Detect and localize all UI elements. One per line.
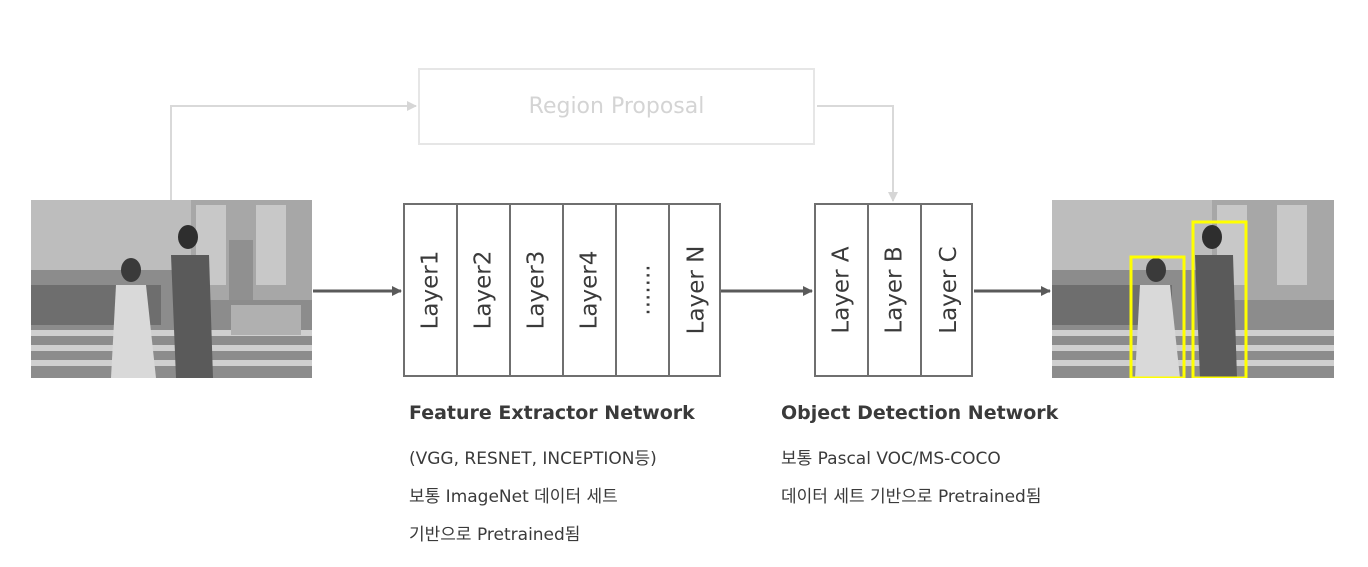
output-photo-graphic [1052, 200, 1334, 378]
layer-cell-a: Layer A [816, 205, 869, 375]
object-detection-layers: Layer A Layer B Layer C [814, 203, 973, 377]
arrow-region-proposal-to-layer-b [817, 105, 898, 202]
arrow-image-to-region-proposal [170, 101, 417, 200]
feature-extractor-layers: Layer1 Layer2 Layer3 Layer4 ....... Laye… [403, 203, 721, 377]
layer-label: ....... [629, 264, 656, 316]
layer-label: Layer2 [470, 250, 497, 330]
object-detection-line-2: 데이터 세트 기반으로 Pretrained됨 [781, 487, 1042, 507]
layer-label: Layer C [935, 246, 962, 334]
region-proposal-label: Region Proposal [528, 94, 705, 119]
input-photo-graphic [31, 200, 312, 378]
output-photo-with-boxes [1052, 200, 1334, 378]
object-detection-title: Object Detection Network [781, 402, 1059, 424]
layer-label: Layer3 [523, 250, 550, 330]
layer-cell-c: Layer C [922, 205, 975, 375]
layer-label: Layer4 [576, 250, 603, 330]
layer-cell-3: Layer3 [511, 205, 564, 375]
layer-cell-1: Layer1 [405, 205, 458, 375]
layer-label: Layer1 [417, 250, 444, 330]
object-detection-line-1: 보통 Pascal VOC/MS-COCO [781, 449, 1001, 469]
region-proposal-box: Region Proposal [418, 68, 815, 145]
layer-cell-b: Layer B [869, 205, 922, 375]
input-photo [31, 200, 312, 378]
feature-extractor-line-2: 보통 ImageNet 데이터 세트 [409, 487, 618, 507]
bbox-person-2 [1191, 220, 1248, 378]
feature-extractor-line-1: (VGG, RESNET, INCEPTION등) [409, 449, 657, 469]
layer-label: Layer B [881, 246, 908, 334]
layer-cell-4: Layer4 [564, 205, 617, 375]
layer-cell-2: Layer2 [458, 205, 511, 375]
bbox-person-1 [1129, 255, 1186, 378]
feature-extractor-title: Feature Extractor Network [409, 402, 695, 424]
layer-cell-n: Layer N [670, 205, 723, 375]
layer-label: Layer N [683, 245, 710, 335]
layer-label: Layer A [828, 246, 855, 334]
layer-cell-ellipsis: ....... [617, 205, 670, 375]
feature-extractor-line-3: 기반으로 Pretrained됨 [409, 525, 581, 545]
